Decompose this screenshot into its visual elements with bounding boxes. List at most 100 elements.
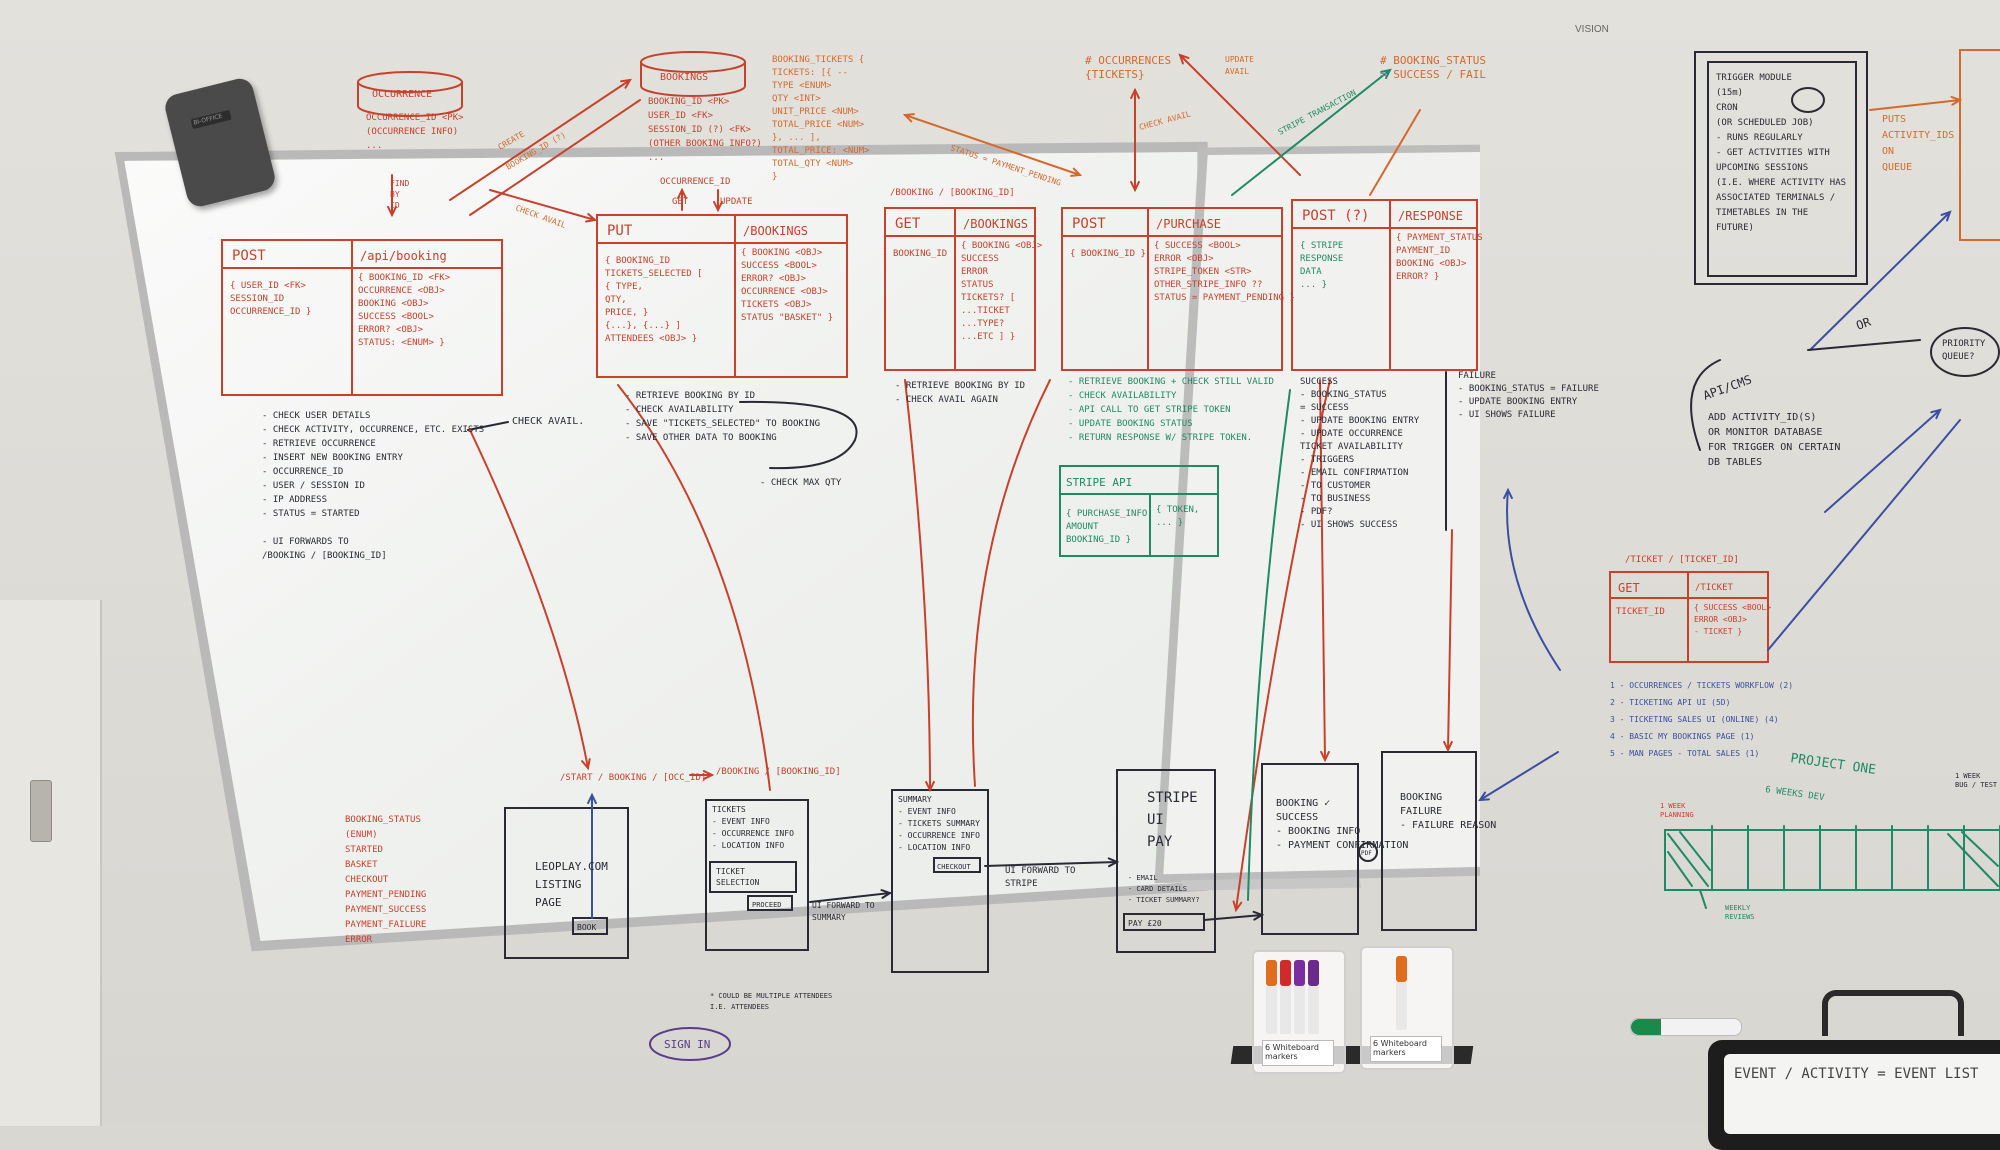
summary-screen-text: - EVENT INFO	[898, 807, 956, 816]
tickets-screen-text: TICKETS	[712, 805, 746, 814]
todo-item: 2 - TICKETING API UI (5D)	[1610, 698, 1730, 707]
endpoint-method: POST (?)	[1302, 208, 1369, 224]
multiple-attendees-note: I.E. ATTENDEES	[710, 1003, 769, 1011]
booking-success-text: - PAYMENT CONFIRMATION	[1276, 840, 1408, 851]
update-avail-arrow	[1179, 54, 1301, 176]
endpoint-method: POST	[1072, 216, 1106, 232]
booking-status-enum: BOOKING_STATUS	[345, 815, 421, 825]
check-avail-label: CHECK AVAIL	[1138, 109, 1192, 131]
arrowhead	[1130, 87, 1140, 100]
booking-status-enum: ERROR	[345, 935, 373, 945]
booking-status-enum: (ENUM)	[345, 830, 378, 840]
bookings-db-label: BOOKINGS	[660, 72, 708, 83]
put-ui-arrow	[617, 384, 771, 791]
trigger-module-text: TIMETABLES IN THE	[1716, 208, 1808, 218]
purchase-ui-arrow	[971, 379, 1051, 787]
success-note: - UPDATE BOOKING ENTRY	[1300, 416, 1420, 426]
stripe-api-response: { TOKEN,	[1156, 505, 1199, 515]
endpoint-response-field: OCCURRENCE <OBJ>	[741, 287, 828, 297]
check-avail-arrow	[489, 189, 596, 221]
todo-item: 3 - TICKETING SALES UI (ONLINE) (4)	[1610, 715, 1779, 724]
blue-arrow-screen	[1479, 751, 1559, 801]
queue-box	[1959, 49, 2000, 241]
trigger-module-text: (15m)	[1716, 88, 1743, 98]
endpoint-box	[596, 214, 848, 378]
arrowhead	[713, 200, 723, 213]
bookings-tickets-field: }, ... ],	[772, 133, 821, 143]
endpoint-response-field: STATUS "BASKET" }	[741, 313, 833, 323]
booking-failure-text: - FAILURE REASON	[1400, 820, 1496, 831]
check-avail-callout: CHECK AVAIL.	[512, 416, 584, 427]
add-activity-text: DB TABLES	[1708, 457, 1762, 468]
stripe-api-response: ... }	[1156, 518, 1183, 528]
endpoint-method: GET	[895, 216, 921, 232]
success-note: - BOOKING_STATUS	[1300, 390, 1387, 400]
listing-page-text: PAGE	[535, 896, 562, 909]
get-label: GET	[672, 197, 689, 207]
marker-pack-2[interactable]: 6 Whiteboard markers	[1360, 946, 1454, 1070]
trigger-module-text: (I.E. WHERE ACTIVITY HAS	[1716, 178, 1846, 188]
door	[0, 600, 102, 1126]
post-booking-note: - IP ADDRESS	[262, 495, 327, 505]
arrowhead	[677, 187, 687, 200]
stripe-transaction-label: STRIPE TRANSACTION	[1277, 88, 1358, 137]
post-booking-note: - CHECK ACTIVITY, OCCURRENCE, ETC. EXIST…	[262, 425, 484, 435]
put-bookings-note: - CHECK AVAILABILITY	[625, 405, 734, 415]
summary-screen-text: - OCCURRENCE INFO	[898, 831, 980, 840]
project-one-label: PROJECT ONE	[1789, 751, 1876, 778]
arrowhead	[702, 770, 715, 780]
bookings-tickets-field: TOTAL_PRICE: <NUM>	[772, 146, 870, 156]
marker-body	[1280, 986, 1291, 1034]
bookings-db-icon	[640, 51, 746, 73]
week-planning-label: PLANNING	[1660, 811, 1694, 819]
arrowhead	[925, 780, 935, 793]
ticket-selection-box	[709, 861, 797, 893]
stripe-pay-screen	[1116, 769, 1216, 953]
endpoint-response-field: STATUS = PAYMENT_PENDING }	[1154, 293, 1295, 303]
stripe-pay-text: PAY	[1147, 834, 1173, 850]
success-note: SUCCESS	[1300, 377, 1338, 387]
trigger-module-text: UPCOMING SESSIONS	[1716, 163, 1808, 173]
get-bookings-note: - CHECK AVAIL AGAIN	[895, 395, 998, 405]
endpoint-request-field: { BOOKING_ID	[605, 256, 670, 266]
purple-marker-cap	[1294, 960, 1305, 986]
marker-pack-1[interactable]: 6 Whiteboard markers	[1252, 950, 1346, 1074]
put-bookings-brace	[739, 400, 858, 470]
sign-in-label: SIGN IN	[664, 1038, 710, 1051]
endpoint-request-field: RESPONSE	[1300, 254, 1343, 264]
bookings-tickets-field: TOTAL_QTY <NUM>	[772, 159, 854, 169]
weekly-reviews-label: REVIEWS	[1725, 913, 1755, 921]
endpoint-response-field: PAYMENT_ID	[1396, 246, 1450, 256]
endpoint-response-field: SUCCESS <BOOL>	[358, 312, 434, 322]
stripe-pay-details: - CARD DETAILS	[1128, 885, 1187, 893]
endpoint-request-field: ATTENDEES <OBJ> }	[605, 334, 697, 344]
endpoint-response-field: OCCURRENCE <OBJ>	[358, 286, 445, 296]
trigger-module-text: - GET ACTIVITIES WITH	[1716, 148, 1830, 158]
put-bookings-note: - SAVE "TICKETS_SELECTED" TO BOOKING	[625, 419, 820, 429]
endpoint-request-field: DATA	[1300, 267, 1322, 277]
todo-item: 5 - MAN PAGES - TOTAL SALES (1)	[1610, 749, 1759, 758]
booking-success-text: SUCCESS	[1276, 812, 1318, 823]
puts-activity-label: ACTIVITY_IDS	[1882, 130, 1954, 141]
ticket-endpoint-response: ERROR <OBJ>	[1694, 615, 1747, 624]
arrowhead	[1443, 740, 1453, 753]
summary-screen-text: - TICKETS SUMMARY	[898, 819, 980, 828]
pack-count: 6	[1265, 1043, 1271, 1052]
occurrence-db-label: OCCURRENCE	[372, 89, 432, 100]
endpoint-response-field: ...TYPE?	[961, 319, 1004, 329]
green-marker[interactable]	[1630, 1018, 1742, 1036]
ui-forward-stripe-label: UI FORWARD TO	[1005, 866, 1075, 876]
listing-book-button-label: BOOK	[577, 923, 596, 932]
priority-queue-label: PRIORITY	[1942, 339, 1986, 349]
add-activity-arrow	[1824, 409, 1941, 513]
stripe-pay-details: - EMAIL	[1128, 874, 1158, 882]
check-avail-callout-arrow	[467, 421, 509, 431]
green-marker-cap	[1631, 1019, 1661, 1035]
orange-marker-cap	[1396, 956, 1407, 982]
endpoint-response-field: ERROR <OBJ>	[1154, 254, 1214, 264]
arrowhead	[581, 758, 591, 771]
endpoint-response-field: ...TICKET	[961, 306, 1010, 316]
update-avail-label: UPDATE	[1225, 55, 1254, 64]
marker-pack-label: 6 Whiteboard markers	[1262, 1040, 1334, 1066]
